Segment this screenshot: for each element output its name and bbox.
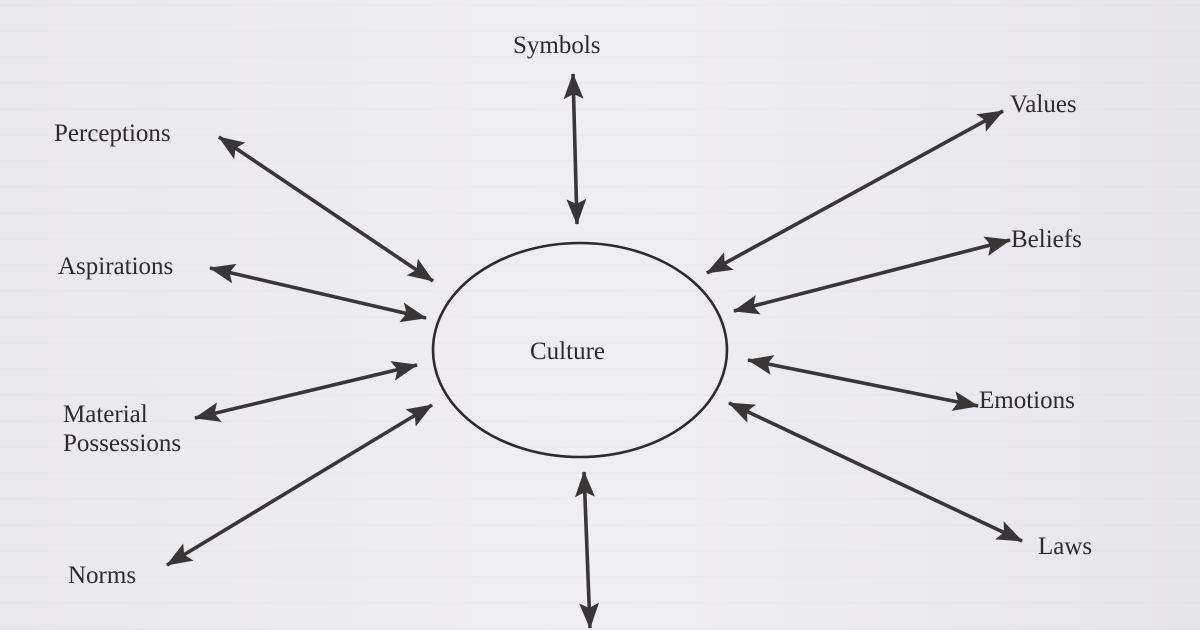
arrow-bottom <box>574 471 600 629</box>
node-label-norms: Norms <box>68 562 137 589</box>
center-label-culture: Culture <box>530 338 605 365</box>
node-label-symbols: Symbols <box>513 32 601 59</box>
node-label-material: Material <box>63 401 148 428</box>
culture-ellipse <box>431 241 729 459</box>
arrow-beliefs <box>733 236 1011 315</box>
node-label-values: Values <box>1010 91 1077 118</box>
node-label-beliefs: Beliefs <box>1011 226 1082 253</box>
arrow-laws <box>728 401 1023 543</box>
node-label-perceptions: Perceptions <box>54 120 171 147</box>
node-label-aspirations: Aspirations <box>58 253 174 280</box>
arrow-aspirations <box>209 263 427 323</box>
arrow-emotions <box>747 355 979 411</box>
arrow-perceptions <box>217 135 435 283</box>
node-label-emotions: Emotions <box>979 387 1075 414</box>
arrow-material-possessions <box>194 361 418 422</box>
arrow-norms <box>166 403 433 567</box>
arrow-symbols <box>563 73 587 225</box>
node-label-possessions: Possessions <box>63 430 182 457</box>
node-label-laws: Laws <box>1038 533 1093 560</box>
arrow-values <box>706 109 1004 275</box>
